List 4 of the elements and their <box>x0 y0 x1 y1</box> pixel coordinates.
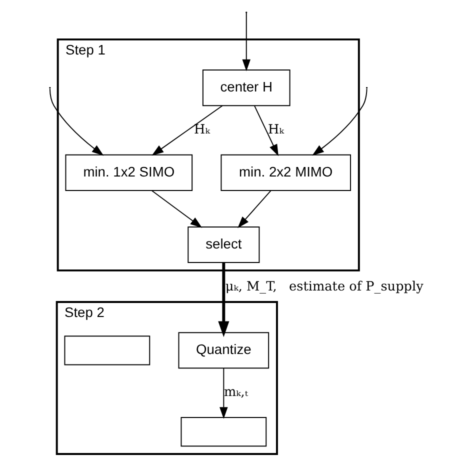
edge-label: mₖ,ₜ <box>224 385 248 400</box>
edge-label: Hₖ <box>194 122 210 138</box>
edge-label: μₖ, M_T, estimate of P_supply <box>225 280 424 295</box>
edge-label: Hₖ <box>268 122 284 138</box>
